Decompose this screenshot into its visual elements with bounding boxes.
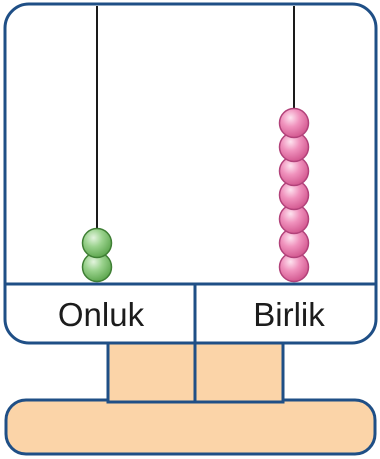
bead-birlik bbox=[278, 107, 310, 139]
abacus-frame bbox=[3, 2, 378, 345]
base-platform bbox=[4, 398, 377, 456]
column-label-birlik: Birlik bbox=[253, 296, 325, 333]
beads-birlik bbox=[278, 107, 310, 283]
column-label-onluk: Onluk bbox=[58, 296, 145, 333]
beads-onluk bbox=[81, 227, 113, 283]
bead-onluk bbox=[81, 227, 113, 259]
